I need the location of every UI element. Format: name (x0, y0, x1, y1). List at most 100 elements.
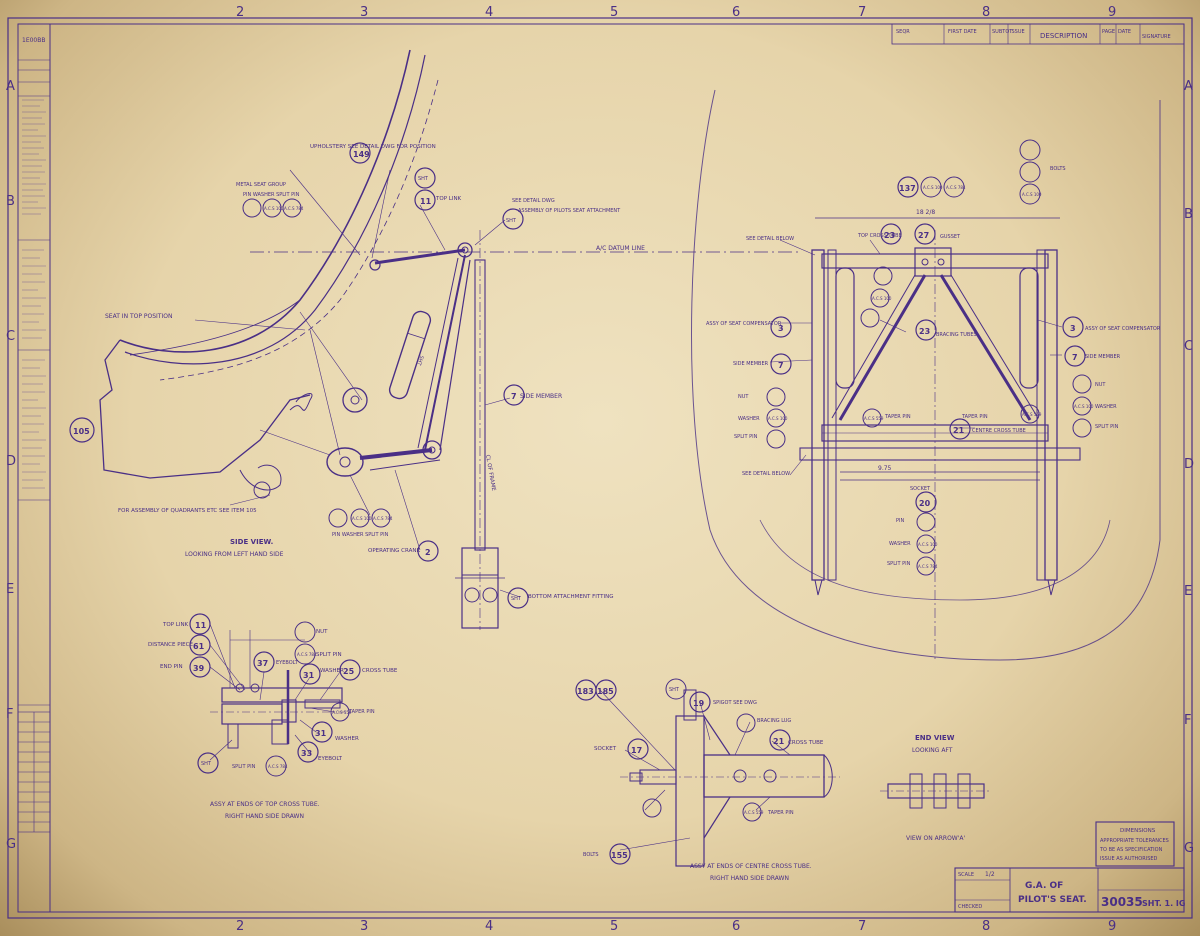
acs-ref: A.C.S 784 (946, 185, 966, 190)
grid-col-top: 9 (1108, 5, 1116, 20)
balloon-105: 105 (73, 427, 90, 436)
stamp-line-2: APPROPRIATE TOLERANCES (1100, 838, 1169, 844)
dim-top: 18 2/8 (916, 209, 935, 216)
balloon-7-end-right: 7 (1072, 353, 1078, 362)
grid-row-left: F (6, 707, 13, 722)
side-member-right: SIDE MEMBER (1085, 354, 1121, 360)
eyebolt-label-bottom: EYEBOLT (318, 756, 343, 762)
acs-ref: A.C.S 100 (872, 296, 892, 301)
grid-row-left: E (6, 582, 14, 597)
quadrants-label: FOR ASSEMBLY OF QUADRANTS ETC SEE ITEM 1… (118, 508, 257, 514)
nut-label-top: NUT (316, 629, 328, 635)
cross-tube-label-top: CROSS TUBE (362, 668, 398, 674)
grid-col-bottom: 4 (485, 919, 493, 934)
title-line-1: G.A. OF (1025, 881, 1063, 891)
grid-row-left: B (6, 194, 15, 209)
gusset-label: GUSSET (940, 234, 961, 240)
assy-centre-cross-tube: SOCKET SPIGOT SEE DWG BRACING LUG CROSS … (575, 678, 840, 882)
top-link-label-assy: TOP LINK (162, 622, 189, 628)
acs-ref: A.C.S 784 (297, 652, 317, 657)
balloon-17: 17 (631, 746, 642, 755)
scale-value: 1/2 (985, 871, 995, 878)
acs-ref: A.C.S 100 (264, 206, 284, 211)
grid-col-top: 4 (485, 5, 493, 20)
acs-ref: A.C.S 100 (352, 516, 372, 521)
side-view-title: SIDE VIEW. (230, 538, 273, 546)
grid-col-bottom: 6 (732, 919, 740, 934)
acs-ref: A.C.S 100 (1022, 192, 1042, 197)
assy-centre-subtitle: RIGHT HAND SIDE DRAWN (710, 875, 789, 882)
assy-top-title: ASSY AT ENDS OF TOP CROSS TUBE. (210, 801, 320, 808)
frame-cl-label: CL OF FRAME (484, 454, 496, 492)
rev-header: FIRST DATE (948, 29, 977, 35)
sht-ref: SHT (418, 176, 429, 182)
stamp-line-1: DIMENSIONS (1120, 828, 1156, 834)
grid-col-bottom: 7 (858, 919, 866, 934)
acs-ref: A.C.S 784 (918, 564, 938, 569)
see-detail-below: SEE DETAIL BELOW (746, 236, 794, 242)
assy-top-cross-tube: TOP LINK DISTANCE PIECE END PIN EYEBOLT … (148, 613, 398, 820)
sheet-border (7, 17, 1193, 919)
balloon-39: 39 (193, 664, 205, 673)
grid-row-right: B (1184, 207, 1193, 222)
grid-col-bottom: 8 (982, 919, 990, 934)
revision-table: SEQR FIRST DATE SUBTOT ISSUE DESCRIPTION… (891, 23, 1185, 45)
balloon-2: 2 (425, 548, 431, 557)
grid-col-bottom: 5 (610, 919, 618, 934)
eyebolt-label-top: EYEBOLT (276, 660, 299, 666)
taper-pin-label-top: TAPER PIN (348, 709, 375, 715)
balloon-7: 7 (511, 392, 517, 401)
bottom-fitting-label: BOTTOM ATTACHMENT FITTING (528, 594, 613, 600)
top-link-label: TOP LINK (435, 196, 462, 202)
split-pin-lower-label: SPLIT PIN (887, 561, 911, 567)
balloon-21-assy: 21 (773, 737, 785, 746)
bracing-tubes-label: BRACING TUBES (936, 332, 977, 338)
pin-washer-lower-label: PIN WASHER SPLIT PIN (332, 532, 389, 538)
sht-ref: SHT (669, 687, 680, 693)
balloon-31-top: 31 (303, 671, 315, 680)
pin-label: PIN (896, 518, 904, 524)
balloon-25: 25 (343, 667, 355, 676)
acs-ref: A.C.S 784 (284, 206, 304, 211)
acs-ref: A.C.S 559 (744, 810, 764, 815)
balloon-185: 185 (597, 687, 614, 696)
grid-col-top: 7 (858, 5, 866, 20)
end-pin-label: END PIN (160, 664, 183, 670)
see-detail-label: SEE DETAIL DWG (512, 198, 555, 204)
drawing-number: 30035 (1101, 895, 1143, 909)
centre-cross-tube-label: CENTRE CROSS TUBE (972, 428, 1026, 434)
title-line-2: PILOT'S SEAT. (1018, 895, 1087, 905)
taper-pin-right-label: TAPER PIN (961, 414, 988, 420)
grid-columns: 2 3 4 5 6 7 8 9 2 3 4 5 6 7 8 9 (236, 5, 1116, 934)
side-member-label: SIDE MEMBER (520, 393, 562, 400)
strip-header: 1E00BB (22, 37, 45, 44)
grid-rows: A B C D E F G A B C D E F G (6, 79, 1194, 856)
balloon-23: 23 (919, 327, 930, 336)
grid-col-bottom: 9 (1108, 919, 1116, 934)
see-detail-below-lower: SEE DETAIL BELOW (742, 471, 790, 477)
acs-ref: A.C.S 559 (332, 710, 352, 715)
sht-ref: SHT (506, 218, 517, 224)
end-view-subtitle: LOOKING AFT (912, 747, 953, 754)
grid-row-right: C (1184, 339, 1193, 354)
acs-ref: A.C.S 100 (768, 416, 788, 421)
grid-row-right: D (1184, 457, 1194, 472)
title-block: SCALE 1/2 CHECKED G.A. OF PILOT'S SEAT. … (954, 867, 1185, 913)
balloon-137: 137 (899, 184, 916, 193)
side-view-subtitle: LOOKING FROM LEFT HAND SIDE (185, 551, 284, 558)
balloon-27: 27 (918, 231, 929, 240)
grid-row-left: D (6, 454, 16, 469)
assy-centre-title: ASSY AT ENDS OF CENTRE CROSS TUBE. (690, 863, 812, 870)
acs-ref: A.C.S 100 (918, 542, 938, 547)
grid-row-right: E (1184, 584, 1192, 599)
grid-col-top: 2 (236, 5, 244, 20)
grid-col-bottom: 3 (360, 919, 368, 934)
balloon-20: 20 (919, 499, 931, 508)
balloon-149: 149 (353, 150, 370, 159)
balloon-7-end: 7 (778, 361, 784, 370)
side-view: A/C DATUM LINE CL OF FRAME SHT (69, 49, 800, 630)
grid-row-left: G (6, 837, 16, 852)
side-member-left: SIDE MEMBER (733, 361, 769, 367)
rev-header: DESCRIPTION (1040, 32, 1087, 40)
